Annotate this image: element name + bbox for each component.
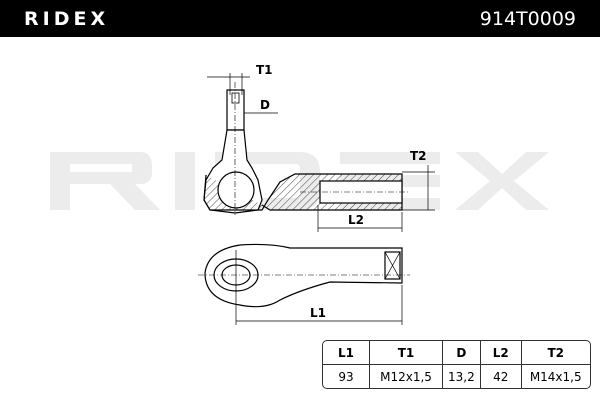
label-d: D: [260, 98, 270, 112]
header-cell: L1: [323, 341, 370, 365]
side-view: [203, 73, 435, 232]
table-row: 93 M12x1,5 13,2 42 M14x1,5: [323, 365, 590, 388]
header-bar: RIDEX 914T0009: [0, 0, 600, 37]
header-cell: D: [443, 341, 481, 365]
brand-logo: RIDEX: [24, 8, 110, 30]
label-t2: T2: [410, 149, 427, 163]
top-view: [198, 243, 410, 325]
value-cell: M12x1,5: [370, 365, 443, 388]
part-number: 914T0009: [479, 8, 576, 30]
value-cell: 13,2: [443, 365, 481, 388]
header-cell: T1: [370, 341, 443, 365]
table-header-row: L1 T1 D L2 T2: [323, 341, 590, 365]
header-cell: T2: [521, 341, 590, 365]
header-cell: L2: [480, 341, 522, 365]
value-cell: 93: [323, 365, 370, 388]
spec-table: L1 T1 D L2 T2 93 M12x1,5 13,2 42 M14x1,5: [322, 340, 591, 389]
value-cell: 42: [481, 365, 522, 388]
label-t1: T1: [256, 63, 273, 77]
value-cell: M14x1,5: [529, 369, 582, 384]
label-l1: L1: [310, 306, 326, 320]
label-l2: L2: [348, 213, 364, 227]
